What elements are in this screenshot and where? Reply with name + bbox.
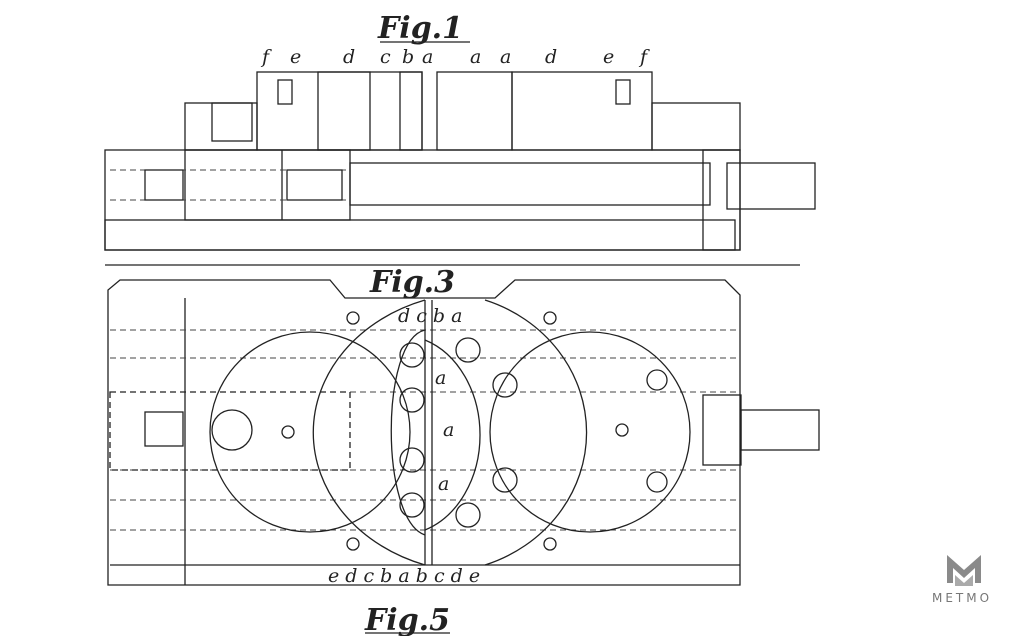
figure-3-top-labels: d c b a (398, 305, 462, 327)
center-label-a: a (443, 419, 454, 441)
label-c: c (380, 46, 391, 68)
label-a: a (470, 46, 481, 68)
label-f: f (638, 46, 650, 68)
figure-5-title: Fig.5 (364, 603, 450, 636)
figure-3: Fig.3 (107, 265, 820, 587)
label-b: b (402, 46, 414, 68)
label-e: e (290, 46, 301, 68)
figure-3-bottom-labels: e d c b a b c d e (328, 565, 480, 587)
center-label-a: a (435, 367, 446, 389)
label-a: a (500, 46, 511, 68)
label-d: d (545, 46, 557, 68)
figure-3-title: Fig.3 (369, 265, 455, 300)
watermark-text: METMO (932, 591, 992, 605)
metmo-logo: METMO (932, 555, 992, 605)
label-d: d (343, 46, 355, 68)
center-label-a: a (438, 473, 449, 495)
figure-1-labels: f e d c b a a a d e f (260, 46, 650, 68)
label-e: e (603, 46, 614, 68)
figure-1: Fig.1 f e d c b a a a d e f (104, 11, 816, 266)
figure-1-title: Fig.1 (377, 11, 463, 46)
label-a: a (422, 46, 433, 68)
label-f: f (260, 46, 272, 68)
